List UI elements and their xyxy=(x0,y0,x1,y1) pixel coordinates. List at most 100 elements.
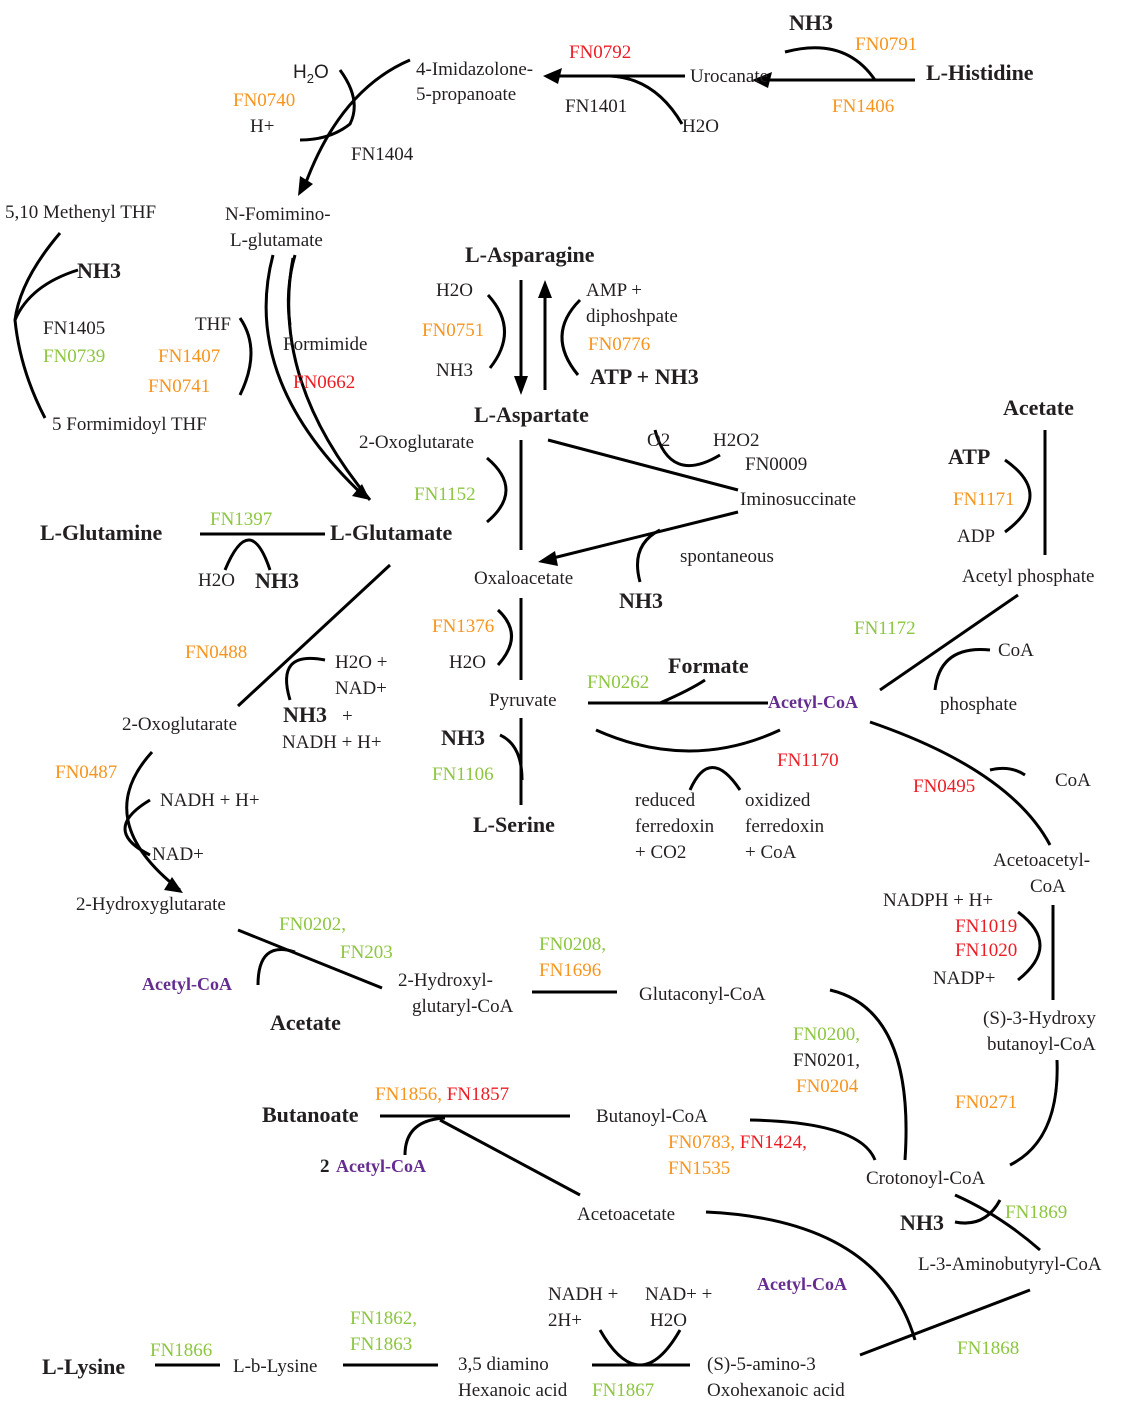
label-o2: O2 xyxy=(647,430,670,451)
label-fn1862: FN1862, xyxy=(350,1308,417,1329)
label-methenyl-thf: 5,10 Methenyl THF xyxy=(5,202,156,223)
label-fn1404: FN1404 xyxy=(351,144,414,165)
spontaneous-nh3-arc xyxy=(636,528,661,583)
label-imidazolone-2: 5-propanoate xyxy=(416,84,516,105)
hydroxyglutarate-hydroxylglutaryl-line xyxy=(237,928,383,990)
label-fn1405: FN1405 xyxy=(43,318,105,339)
label-fn0202: FN0202, xyxy=(279,914,346,935)
label-acetyl-coa-1: Acetyl-CoA xyxy=(768,692,858,712)
label-acetoacetate: Acetoacetate xyxy=(577,1204,675,1225)
label-fn1856-fn1857: FN1856, FN1857 xyxy=(375,1084,509,1105)
label-nadh-plus: NADH + xyxy=(548,1284,618,1305)
nadh-nad-lysine-arc xyxy=(598,1329,682,1367)
label-fn0741: FN0741 xyxy=(148,376,210,397)
coa-release-arc xyxy=(989,766,1026,777)
label-fn1401: FN1401 xyxy=(565,96,627,117)
label-aminooxo-2: Oxohexanoic acid xyxy=(707,1380,845,1399)
nh3-serine-arc xyxy=(499,733,524,781)
label-2hplus: 2H+ xyxy=(548,1310,582,1331)
label-plus-co2: + CO2 xyxy=(635,842,686,863)
label-h2o-imidazolone: H2O xyxy=(293,62,329,86)
label-fn1857: FN1857 xyxy=(447,1084,509,1105)
label-l-glutamate: L-Glutamate xyxy=(330,520,452,545)
label-pyruvate: Pyruvate xyxy=(489,690,557,711)
ferredoxin-arc xyxy=(688,766,742,791)
arrowhead-urocanate xyxy=(752,72,772,88)
label-acetyl-coa-4: Acetyl-CoA xyxy=(757,1274,847,1294)
thf-arc xyxy=(238,317,253,396)
label-oxoglutarate-2: 2-Oxoglutarate xyxy=(122,714,237,735)
label-nadph: NADPH + H+ xyxy=(883,890,993,911)
label-hydroxyglutarate: 2-Hydroxyglutarate xyxy=(76,894,226,915)
label-nh3-thf: NH3 xyxy=(77,258,121,283)
aspartate-iminosuccinate-line xyxy=(547,438,739,492)
label-hydroxybutanoyl-2: butanoyl-CoA xyxy=(987,1034,1096,1055)
coa-phosphate-arc xyxy=(933,648,991,691)
label-l-asparagine: L-Asparagine xyxy=(465,242,595,267)
label-nh3-aminobutyryl: NH3 xyxy=(900,1210,944,1235)
label-fn1866: FN1866 xyxy=(150,1340,212,1361)
label-fn1869: FN1869 xyxy=(1005,1202,1067,1223)
arrowhead-aspartate xyxy=(514,376,528,395)
label-coa-acetoacetyl: CoA xyxy=(1055,770,1091,791)
label-fn0751: FN0751 xyxy=(422,320,484,341)
label-l-serine: L-Serine xyxy=(473,812,555,837)
acetylcoa-butanoate-arc xyxy=(403,1116,446,1156)
h2o-arc-fn1376 xyxy=(496,608,513,667)
label-iminosuccinate: Iminosuccinate xyxy=(740,489,856,510)
label-fn1863: FN1863 xyxy=(350,1334,412,1355)
acetylcoa-acetoacetylcoa-line xyxy=(869,720,1052,846)
arrowhead-oxaloacetate xyxy=(538,551,558,566)
label-aminooxo-1: (S)-5-amino-3 xyxy=(707,1354,816,1375)
label-formimidoyl-thf: 5 Formimidoyl THF xyxy=(52,414,207,435)
oxoglutarate-hydroxyglutarate-arrow xyxy=(125,750,181,892)
label-fn0783: FN0783, xyxy=(668,1132,740,1153)
label-ferredoxin-1: ferredoxin xyxy=(635,816,715,837)
pyruvate-ferredoxin-line xyxy=(595,728,781,753)
formate-arc xyxy=(659,678,706,705)
label-fn1535: FN1535 xyxy=(668,1158,730,1179)
label-nh3-histidine: NH3 xyxy=(789,10,833,35)
h2o-hplus-arc xyxy=(299,69,356,142)
label-butanoate: Butanoate xyxy=(262,1102,359,1127)
acetylphosphate-acetylcoa-line xyxy=(879,593,1019,692)
label-fn1424: FN1424, xyxy=(740,1132,807,1153)
label-fn1407: FN1407 xyxy=(158,346,220,367)
arrowhead-imidazolone xyxy=(543,68,562,84)
label-fn1696: FN1696 xyxy=(539,960,601,981)
label-h2o-asparagine: H2O xyxy=(436,280,473,301)
label-glutaconyl-coa: Glutaconyl-CoA xyxy=(639,984,766,1005)
label-oxidized: oxidized xyxy=(745,790,811,811)
label-phosphate: phosphate xyxy=(940,694,1017,715)
label-formimide: Formimide xyxy=(283,334,367,355)
arrowhead-asparagine xyxy=(538,280,552,298)
label-fn0783-fn1424: FN0783, FN1424, xyxy=(668,1132,807,1153)
label-hydroxylglutaryl-2: glutaryl-CoA xyxy=(412,996,514,1017)
label-acetyl-coa-3: Acetyl-CoA xyxy=(336,1156,426,1176)
label-hydroxybutanoyl-1: (S)-3-Hydroxy xyxy=(983,1008,1096,1029)
hydroxybutanoyl-crotonoyl-line xyxy=(1009,1059,1059,1167)
label-nadh-hplus: NADH + H+ xyxy=(282,732,382,753)
arrowhead-glutamate xyxy=(352,484,370,500)
label-nadh-hydroxyglutarate: NADH + H+ xyxy=(160,790,260,811)
label-l-histidine: L-Histidine xyxy=(926,60,1034,85)
label-fn0487: FN0487 xyxy=(55,762,117,783)
label-acetyl-coa-2: Acetyl-CoA xyxy=(142,974,232,994)
label-fn1406: FN1406 xyxy=(832,96,894,117)
label-fn1376: FN1376 xyxy=(432,616,494,637)
label-acetyl-phosphate: Acetyl phosphate xyxy=(962,566,1094,587)
arrow-heads xyxy=(164,68,772,893)
label-oxaloacetate: Oxaloacetate xyxy=(474,568,573,589)
label-fn1019: FN1019 xyxy=(955,916,1017,937)
glutamate-oxoglutarate-line xyxy=(236,563,392,708)
labels: NH3 FN0791 L-Histidine FN0792 Urocanate … xyxy=(5,10,1102,1401)
label-hplus: H+ xyxy=(250,116,274,137)
label-acetate-bottom: Acetate xyxy=(270,1010,341,1035)
label-aminobutyryl: L-3-Aminobutyryl-CoA xyxy=(918,1254,1102,1275)
label-nadp-plus: NADP+ xyxy=(933,968,995,989)
label-fn0495: FN0495 xyxy=(913,776,975,797)
label-nh3-glutamine: NH3 xyxy=(255,568,299,593)
label-ferredoxin-2: ferredoxin xyxy=(745,816,825,837)
acetoacetate-aminooxohexanoic-line xyxy=(705,1210,917,1341)
